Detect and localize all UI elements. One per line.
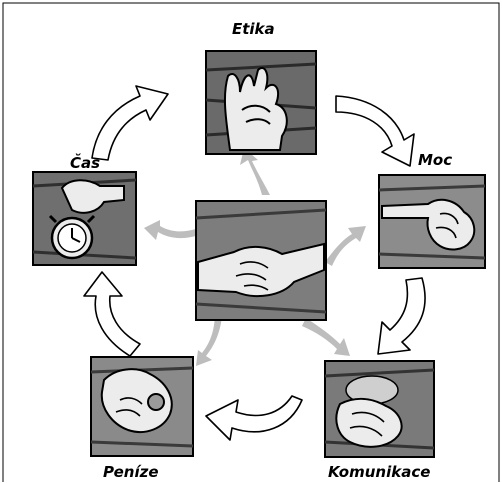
center-arrows [144, 148, 366, 366]
node-left [32, 171, 137, 266]
arrow-center-to-left [144, 220, 196, 240]
node-bottom-left [90, 356, 194, 457]
arrow-center-to-top [240, 148, 270, 195]
arrow-top-to-right [335, 95, 415, 167]
node-right [378, 174, 486, 269]
arrow-bottom-left-to-left [83, 271, 141, 357]
node-label-moc: Moc [418, 151, 453, 169]
handshake-icon [197, 242, 325, 298]
node-label-cas: Čas [70, 154, 101, 172]
cycle-arrows [83, 85, 426, 441]
node-center [195, 200, 327, 321]
arrow-left-to-top [91, 85, 169, 161]
raised-fists-icon [223, 67, 288, 151]
arrow-bottom-right-to-bottom-left [205, 395, 303, 441]
pointing-hand-icon [381, 198, 476, 251]
arrow-center-to-right [325, 226, 366, 266]
node-top [205, 50, 317, 155]
hand-holding-coin-icon [100, 368, 173, 433]
hand-alarm-clock-icon [48, 179, 125, 260]
node-bottom-right [324, 360, 435, 458]
node-label-etika: Etika [232, 20, 275, 38]
node-label-penize: Peníze [103, 463, 159, 481]
arrow-center-to-bottom-left [196, 316, 222, 366]
clasped-hands-icon [335, 375, 403, 448]
node-label-komunikace: Komunikace [328, 463, 431, 481]
arrow-center-to-bottom-right [302, 318, 350, 356]
arrow-right-to-bottom-right [377, 277, 426, 355]
